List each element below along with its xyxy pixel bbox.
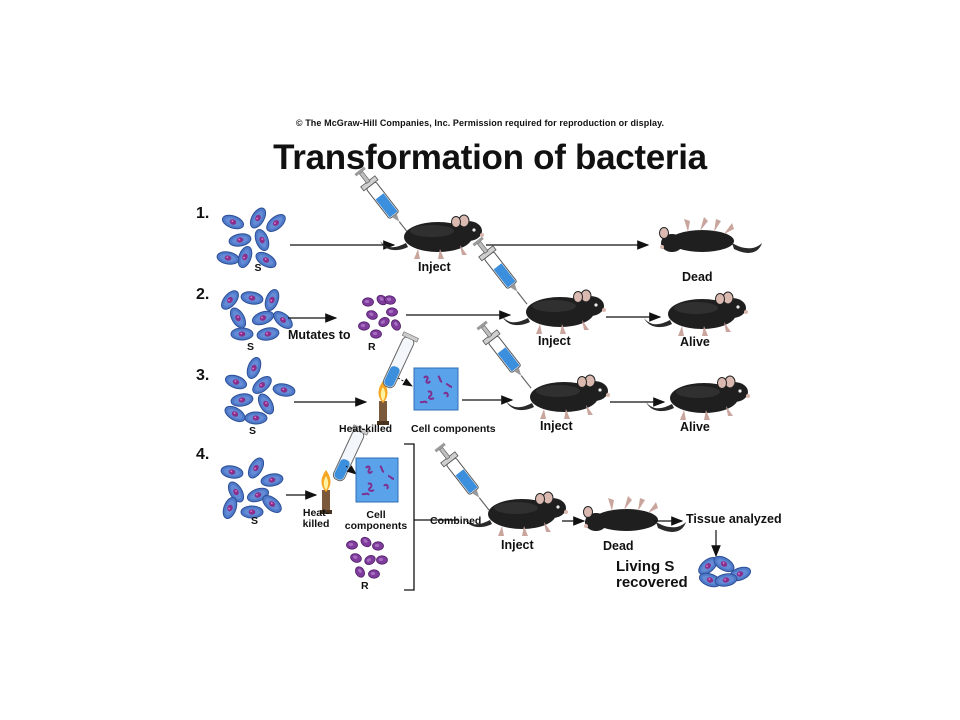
e4-strain-label: S xyxy=(251,515,259,527)
row3-mouse xyxy=(505,374,611,420)
row1-mouse xyxy=(379,214,485,260)
row3-cell-components xyxy=(413,367,459,411)
e4-living-s-recovered-label: Living S recovered xyxy=(616,558,688,591)
e4-components-label: Cell components xyxy=(344,509,408,532)
experiment-1-number: 1. xyxy=(196,205,210,222)
e4-inject-label: Inject xyxy=(501,538,534,552)
e2-strain-label: S xyxy=(247,341,255,353)
row4-dead-mouse xyxy=(583,495,687,533)
row4-syringe xyxy=(431,440,497,517)
experiment-4-number: 4. xyxy=(196,446,210,463)
experiment-3-number: 3. xyxy=(196,367,210,384)
row3-test-tube xyxy=(379,331,419,391)
e2-mutant-label: R xyxy=(368,341,376,353)
row4-s-colony xyxy=(219,454,285,521)
row2-syringe xyxy=(469,234,535,311)
e3-heat-killed-label: Heat-killed xyxy=(339,423,393,435)
copyright-notice: © The McGraw-Hill Companies, Inc. Permis… xyxy=(295,118,665,128)
e2-mutates-label: Mutates to xyxy=(288,328,351,342)
e1-inject-label: Inject xyxy=(418,260,451,274)
e1-strain-label: S xyxy=(254,262,262,274)
e4-combined-label: Combined xyxy=(430,515,482,527)
e3-outcome-label: Alive xyxy=(680,420,710,434)
experiment-2-number: 2. xyxy=(196,286,210,303)
e1-outcome-label: Dead xyxy=(682,270,713,284)
e4-strain-r-label: R xyxy=(361,580,369,592)
row2-alive-mouse xyxy=(643,291,749,337)
row3-syringe xyxy=(473,318,539,395)
e2-inject-label: Inject xyxy=(538,334,571,348)
e4-heat-killed-label: Heat- killed xyxy=(302,507,330,530)
figure-title: Transformation of bacteria xyxy=(273,138,707,177)
row3-alive-mouse xyxy=(645,375,751,421)
e3-strain-label: S xyxy=(249,425,257,437)
row1-dead-mouse xyxy=(659,216,763,254)
row1-s-colony xyxy=(215,204,289,272)
e4-tissue-analyzed-label: Tissue analyzed xyxy=(686,512,782,526)
row3-s-colony xyxy=(221,355,297,426)
e3-components-label: Cell components xyxy=(411,423,496,435)
row2-s-colony xyxy=(217,287,296,343)
row2-r-colony xyxy=(358,292,403,339)
row4-recovered-s-cells xyxy=(695,552,753,590)
e2-outcome-label: Alive xyxy=(680,335,710,349)
row3-burner xyxy=(377,381,389,425)
row4-cell-components xyxy=(355,457,399,503)
row4-bracket xyxy=(404,443,415,591)
e4-outcome-label: Dead xyxy=(603,539,634,553)
row2-mouse xyxy=(501,289,607,335)
row4-r-colony xyxy=(346,534,388,580)
e3-inject-label: Inject xyxy=(540,419,573,433)
row1-syringe xyxy=(351,164,417,241)
